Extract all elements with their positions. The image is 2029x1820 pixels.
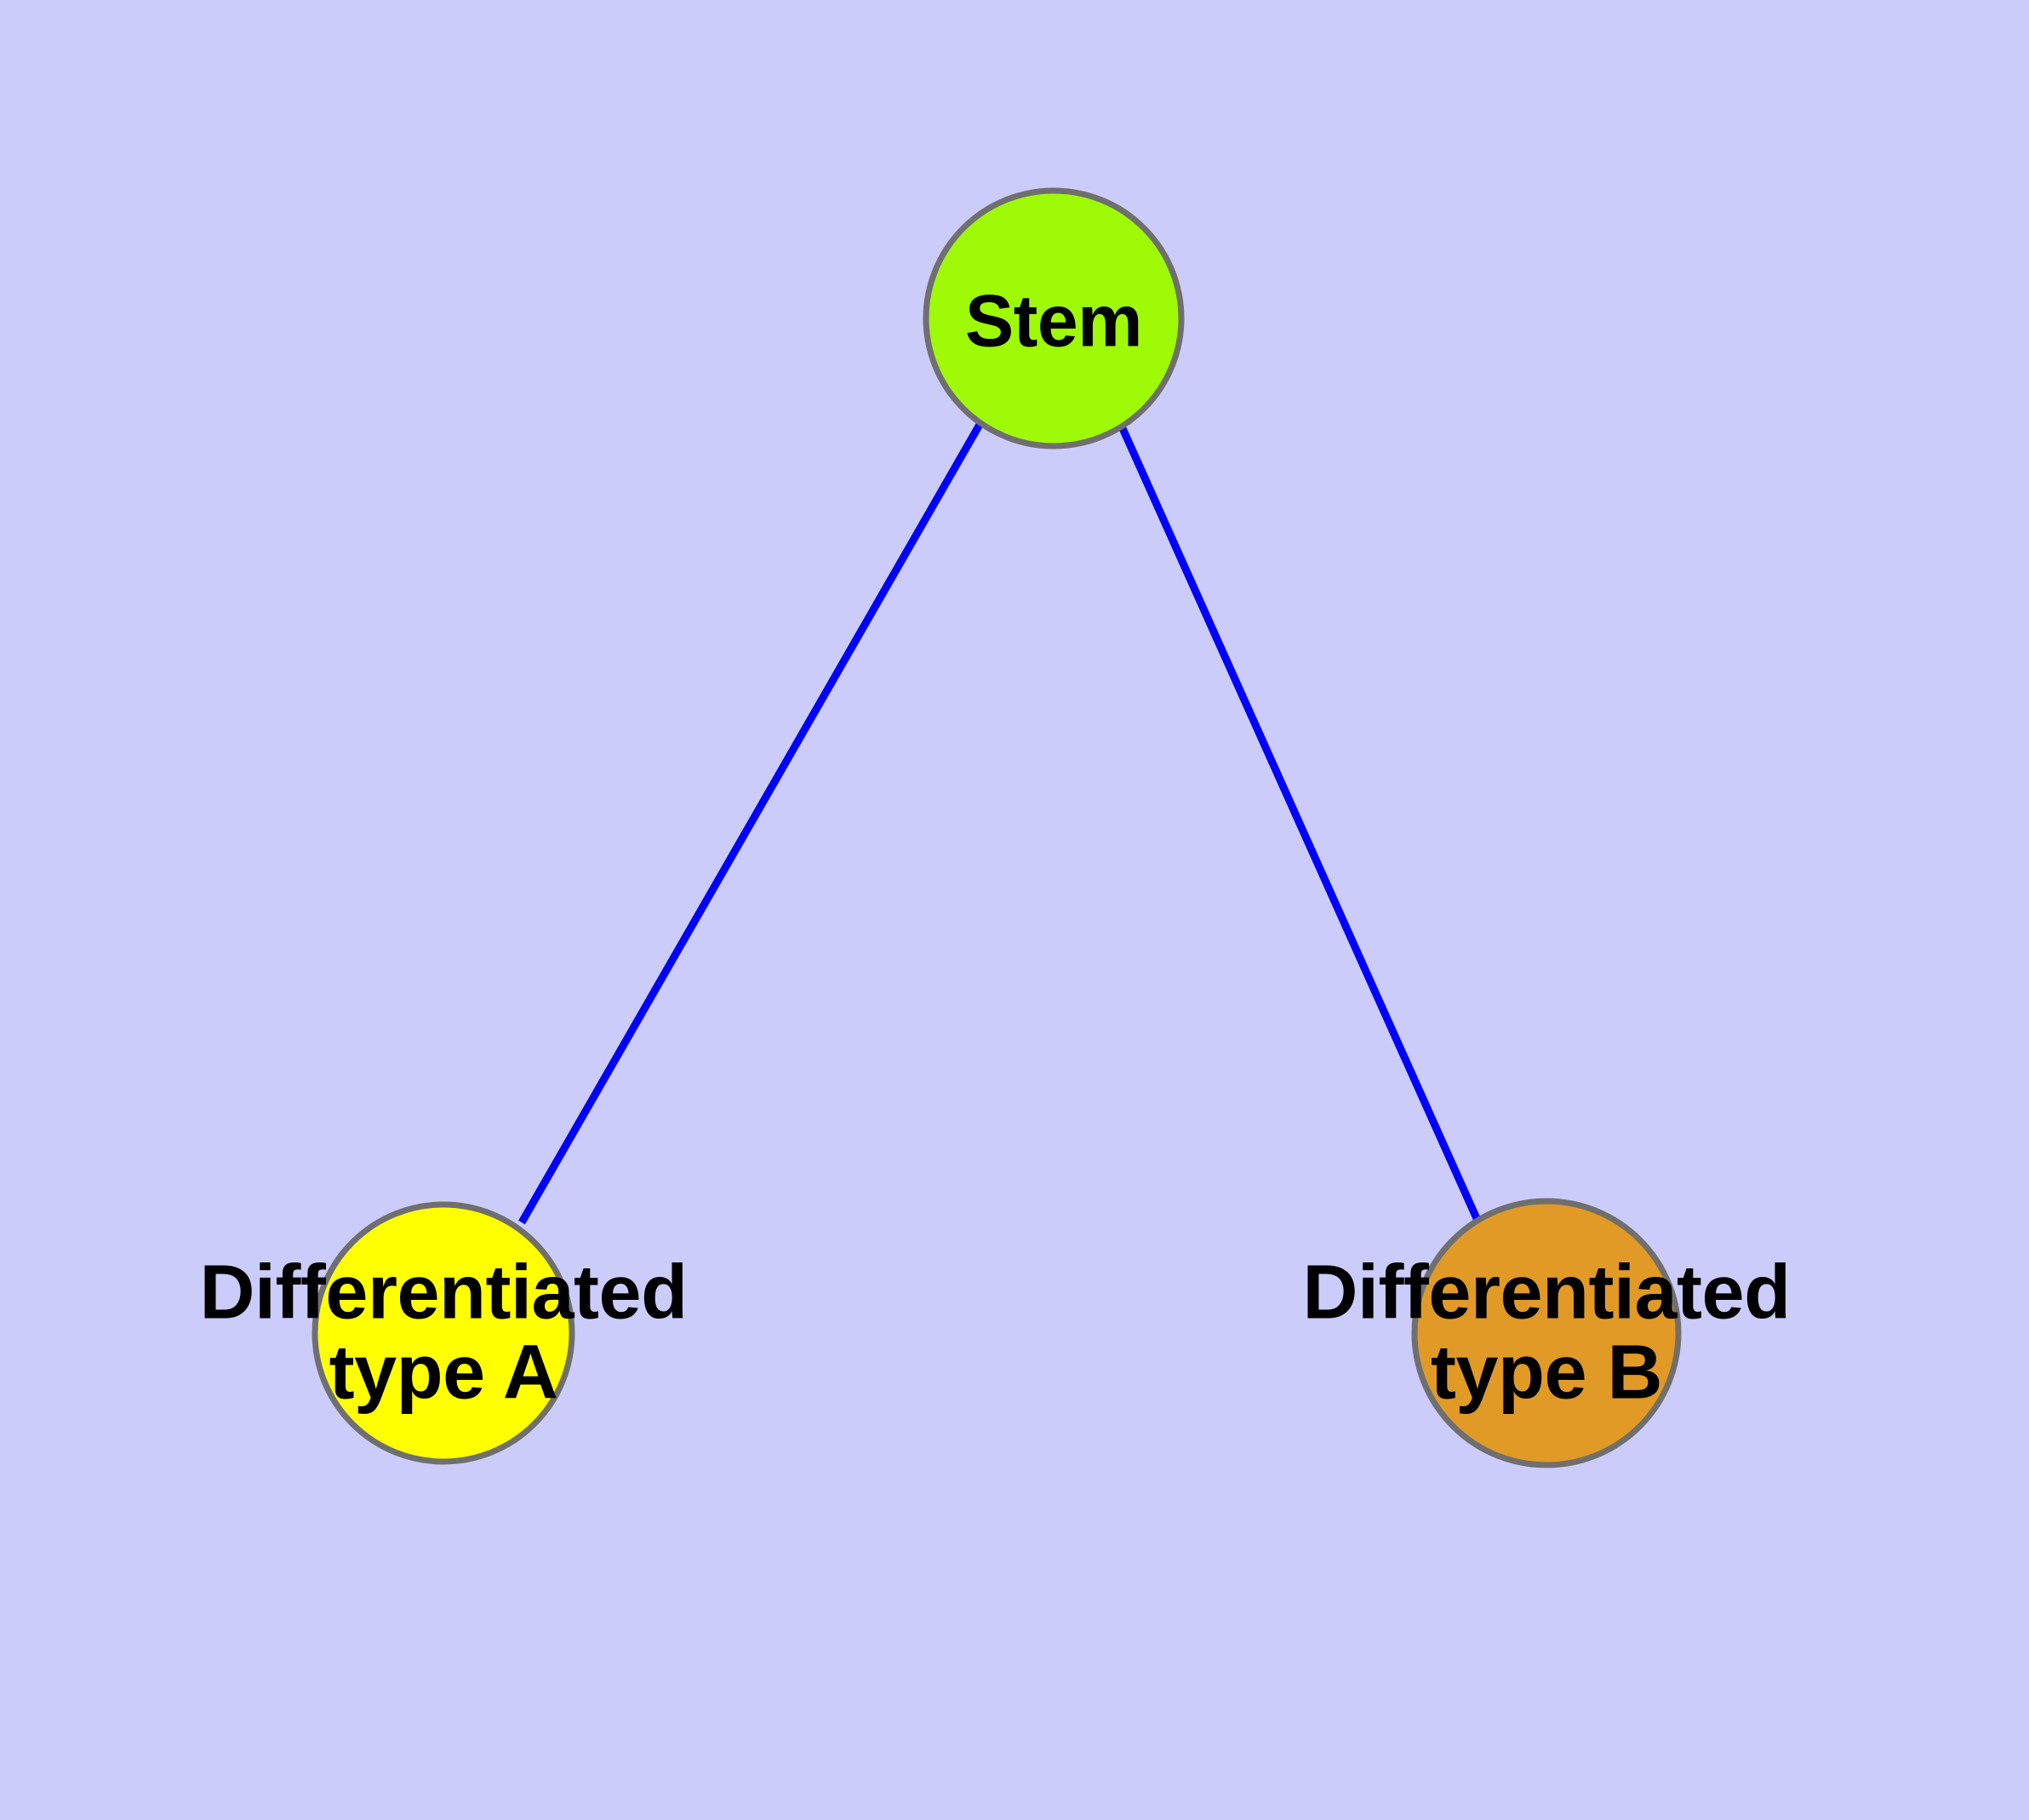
node-diff-b[interactable]	[1411, 1198, 1682, 1468]
node-layer	[311, 187, 1682, 1468]
edge-stem-to-diff-b	[1117, 425, 1483, 1226]
node-diff-a[interactable]	[311, 1201, 575, 1465]
edge-stem-to-diff-a	[518, 421, 984, 1225]
edge-layer	[518, 421, 1483, 1226]
node-stem[interactable]	[923, 187, 1185, 449]
